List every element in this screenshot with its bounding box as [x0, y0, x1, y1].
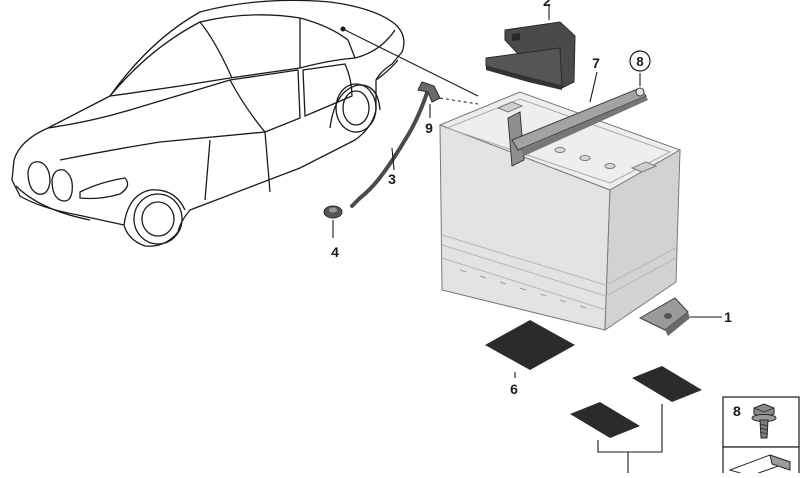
callout-2: 2	[543, 0, 551, 9]
callout-1: 1	[724, 309, 732, 325]
hex-screw-icon	[751, 403, 777, 439]
callout-9: 9	[425, 120, 433, 136]
callout-4: 4	[331, 244, 339, 260]
part-6-pads	[485, 320, 702, 473]
legend-number-8: 8	[733, 403, 741, 419]
legend-box-part-8: 8	[722, 396, 800, 478]
callout-labels: 2 7 9 3 4 1 6	[331, 0, 732, 397]
svg-text:8: 8	[636, 54, 643, 69]
part-9-elbow	[417, 81, 441, 118]
battery	[438, 91, 682, 331]
car-leader-line	[340, 26, 479, 97]
car-illustration	[11, 0, 405, 247]
part-4-grommet	[323, 205, 343, 238]
part-7-holding-bar	[507, 71, 648, 167]
callout-3: 3	[388, 171, 396, 187]
callout-8-circled: 8	[629, 50, 651, 72]
wedge-icon	[728, 454, 792, 477]
callout-7: 7	[592, 55, 600, 71]
part-2-bracket	[485, 4, 576, 90]
callout-6: 6	[510, 381, 518, 397]
part-1-clamp	[638, 297, 722, 336]
part-3-vent-hose	[350, 88, 479, 208]
